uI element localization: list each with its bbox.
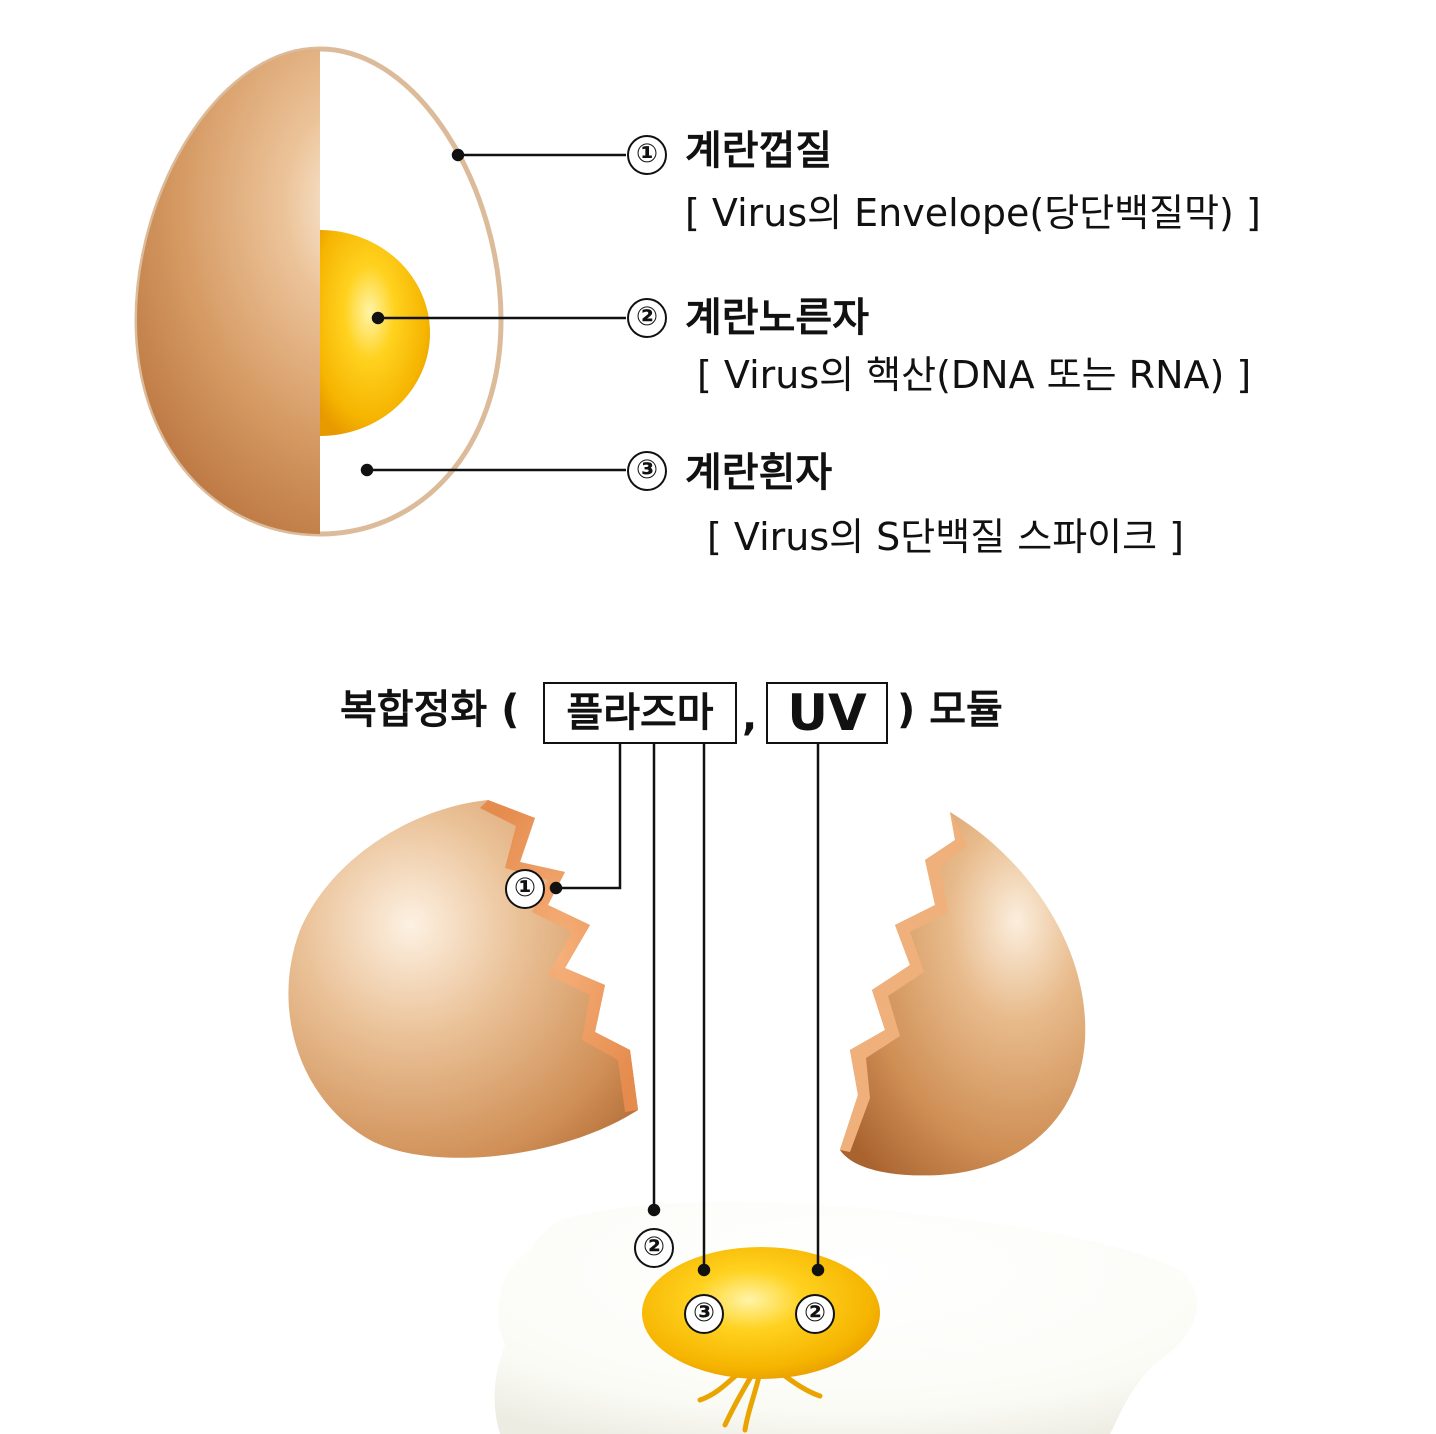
item-2-desc: [ Virus의 핵산(DNA 또는 RNA) ] [697, 353, 1252, 397]
marker-spike: ③ [684, 1294, 724, 1334]
bottom-leader-lines [549, 744, 825, 1277]
item-3-title: 계란흰자 [685, 450, 833, 496]
egg-yolk-half [320, 230, 430, 436]
item-2-title: 계란노른자 [685, 295, 869, 341]
marker-nucleic-acid-right: ② [795, 1294, 835, 1334]
item-1-title: 계란껍질 [685, 128, 833, 174]
item-1-number: ① [627, 135, 667, 175]
marker-nucleic-acid-left: ② [634, 1228, 674, 1268]
cutaway-egg [134, 46, 504, 537]
plasma-box: 플라즈마 [543, 682, 737, 744]
item-3-number: ③ [627, 451, 667, 491]
fried-egg-yolk [642, 1247, 880, 1379]
module-prefix: 복합정화 ( [340, 687, 520, 733]
module-suffix: ) 모듈 [897, 687, 1003, 733]
item-3-desc: [ Virus의 S단백질 스파이크 ] [707, 515, 1184, 559]
item-2-number: ② [627, 298, 667, 338]
egg-shell-half [137, 49, 320, 534]
top-leader-lines [360, 148, 626, 477]
left-broken-shell [288, 800, 638, 1158]
uv-box: UV [766, 682, 888, 744]
item-1-desc: [ Virus의 Envelope(당단백질막) ] [685, 191, 1261, 235]
fried-egg [494, 1202, 1198, 1434]
module-comma: , [742, 694, 758, 740]
right-broken-shell [840, 812, 1086, 1176]
marker-shell: ① [505, 869, 545, 909]
